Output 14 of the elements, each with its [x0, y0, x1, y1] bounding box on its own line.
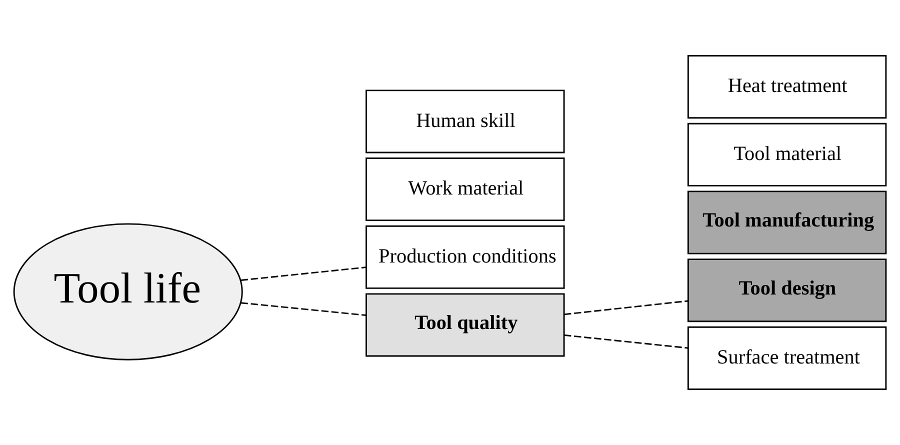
node-box: Heat treatment — [687, 55, 887, 119]
connector — [564, 334, 688, 349]
node-ellipse: Tool life — [13, 223, 243, 360]
node-box: Work material — [366, 158, 565, 222]
connector — [564, 300, 688, 316]
node-box: Tool material — [687, 122, 887, 186]
node-box: Surface treatment — [687, 326, 887, 390]
node-box: Production conditions — [366, 225, 565, 289]
connector — [240, 302, 366, 316]
node-box: Tool manufacturing — [687, 190, 887, 254]
node-box: Human skill — [366, 90, 565, 154]
connector — [240, 266, 366, 281]
node-box: Tool design — [687, 258, 887, 322]
node-box: Tool quality — [366, 293, 565, 357]
